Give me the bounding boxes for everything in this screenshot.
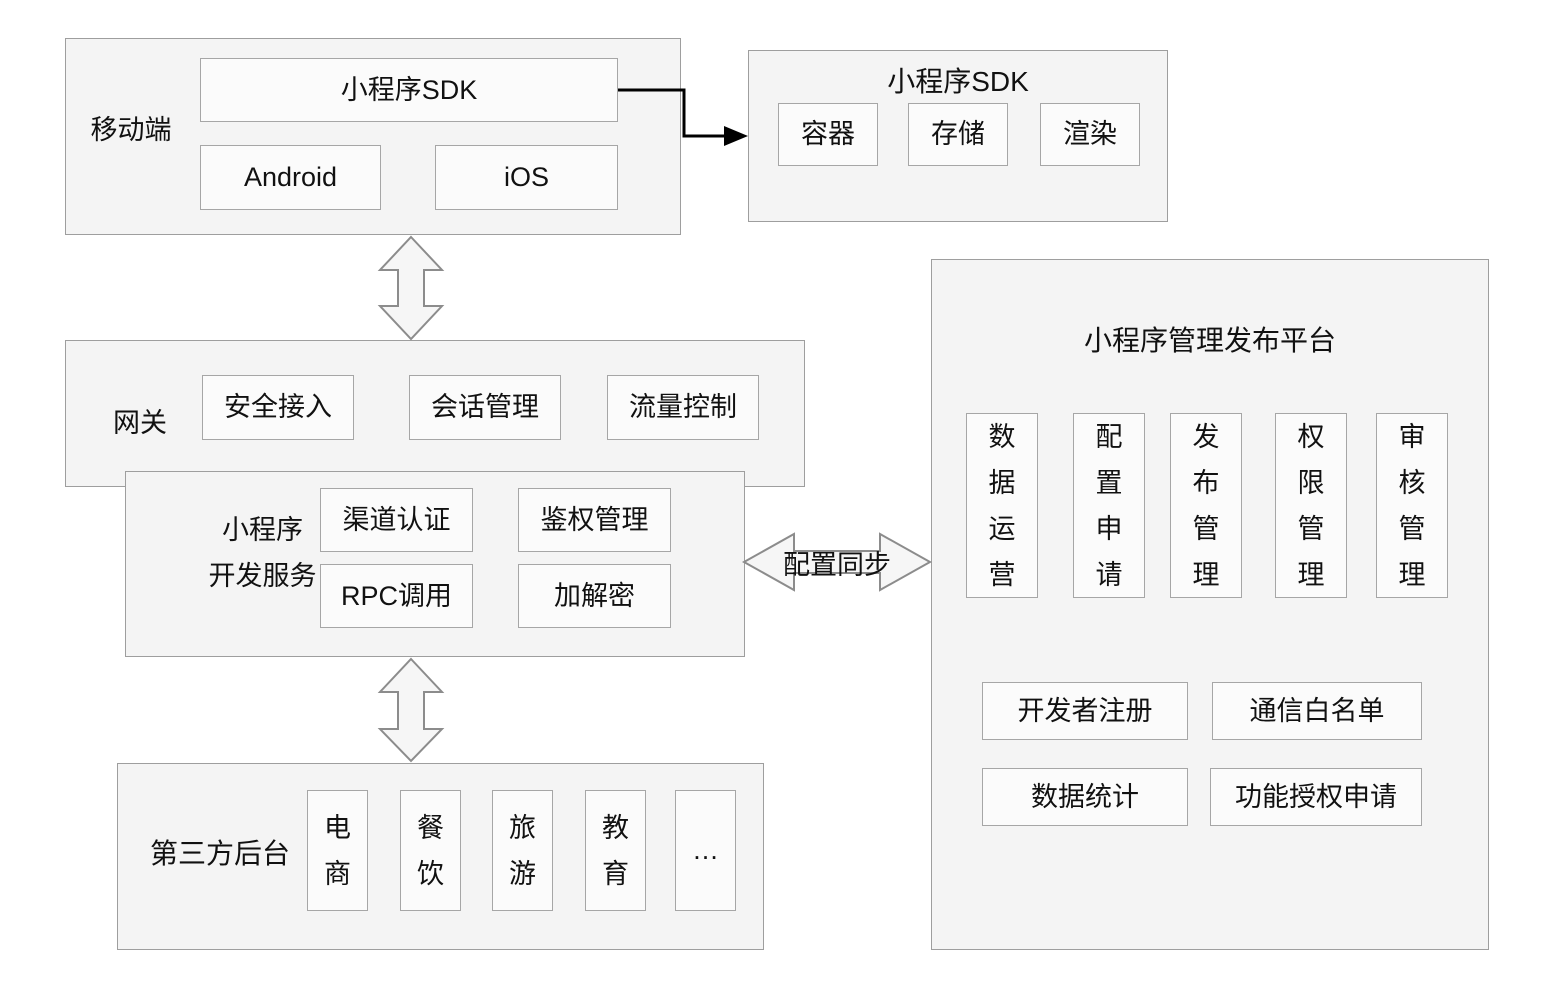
sdk-module-label: 容器	[801, 119, 855, 150]
dev-module-rpc-box: RPC调用	[320, 564, 473, 628]
dev-module-authz-box: 鉴权管理	[518, 488, 671, 552]
platform-whitelist-box: 通信白名单	[1212, 682, 1422, 740]
platform-module-label: 发布管理	[1192, 421, 1220, 590]
sdk-detail-title: 小程序SDK	[887, 66, 1029, 97]
platform-bottom-label: 功能授权申请	[1235, 781, 1397, 812]
dev-service-label: 小程序 开发服务	[208, 514, 317, 591]
platform-data-stats-box: 数据统计	[982, 768, 1188, 826]
third-party-label: 第三方后台	[149, 838, 290, 869]
sdk-module-label: 渲染	[1063, 119, 1117, 150]
platform-bottom-label: 开发者注册	[1017, 695, 1153, 726]
gateway-module-label: 流量控制	[629, 392, 737, 423]
dev-module-crypto-box: 加解密	[518, 564, 671, 628]
gateway-module-label: 安全接入	[224, 392, 332, 423]
ios-label: iOS	[503, 162, 549, 193]
platform-feature-authz-box: 功能授权申请	[1210, 768, 1422, 826]
mobile-client-label: 移动端	[90, 114, 172, 145]
platform-title: 小程序管理发布平台	[1083, 325, 1336, 356]
dev-module-label: 加解密	[554, 580, 635, 611]
mobile-sdk-box: 小程序SDK	[200, 58, 618, 122]
gateway-label: 网关	[113, 407, 167, 438]
sdk-module-label: 存储	[931, 119, 985, 150]
arrowhead-icon	[724, 126, 748, 146]
gateway-module-label: 会话管理	[431, 392, 539, 423]
third-party-module-label: 教育	[602, 812, 629, 889]
platform-module-review-mgmt-box: 审核管理	[1376, 413, 1448, 598]
platform-module-data-ops-box: 数据运营	[966, 413, 1038, 598]
platform-module-config-apply-box: 配置申请	[1073, 413, 1145, 598]
platform-module-label: 审核管理	[1398, 421, 1426, 590]
platform-bottom-label: 通信白名单	[1249, 695, 1385, 726]
third-party-ecommerce-box: 电商	[307, 790, 368, 911]
third-party-travel-box: 旅游	[492, 790, 553, 911]
dev-module-label: 渠道认证	[342, 504, 451, 535]
third-party-module-label: 餐饮	[417, 812, 444, 889]
platform-bottom-label: 数据统计	[1031, 781, 1139, 812]
platform-container	[931, 259, 1489, 950]
mobile-sdk-label: 小程序SDK	[340, 74, 478, 105]
third-party-education-box: 教育	[585, 790, 646, 911]
dev-module-label: 鉴权管理	[540, 504, 649, 535]
sdk-module-storage-box: 存储	[908, 103, 1008, 166]
ellipsis-label: …	[692, 835, 719, 866]
up-down-arrow-icon	[377, 657, 445, 763]
sdk-module-container-box: 容器	[778, 103, 878, 166]
dev-module-label: RPC调用	[340, 580, 452, 611]
gateway-module-flow-control-box: 流量控制	[607, 375, 759, 440]
third-party-catering-box: 餐饮	[400, 790, 461, 911]
android-label: Android	[243, 162, 338, 193]
gateway-module-session-box: 会话管理	[409, 375, 561, 440]
third-party-module-label: 电商	[324, 812, 351, 889]
up-down-arrow-icon	[377, 235, 445, 341]
third-party-module-label: 旅游	[509, 812, 536, 889]
dev-module-channel-auth-box: 渠道认证	[320, 488, 473, 552]
android-box: Android	[200, 145, 381, 210]
platform-module-permission-mgmt-box: 权限管理	[1275, 413, 1347, 598]
platform-module-label: 配置申请	[1095, 421, 1123, 590]
sdk-module-render-box: 渲染	[1040, 103, 1140, 166]
platform-module-publish-mgmt-box: 发布管理	[1170, 413, 1242, 598]
ios-box: iOS	[435, 145, 618, 210]
gateway-module-secure-access-box: 安全接入	[202, 375, 354, 440]
platform-developer-register-box: 开发者注册	[982, 682, 1188, 740]
third-party-ellipsis-box: …	[675, 790, 736, 911]
config-sync-label: 配置同步	[783, 549, 891, 580]
platform-module-label: 权限管理	[1297, 421, 1325, 590]
platform-module-label: 数据运营	[988, 421, 1016, 590]
